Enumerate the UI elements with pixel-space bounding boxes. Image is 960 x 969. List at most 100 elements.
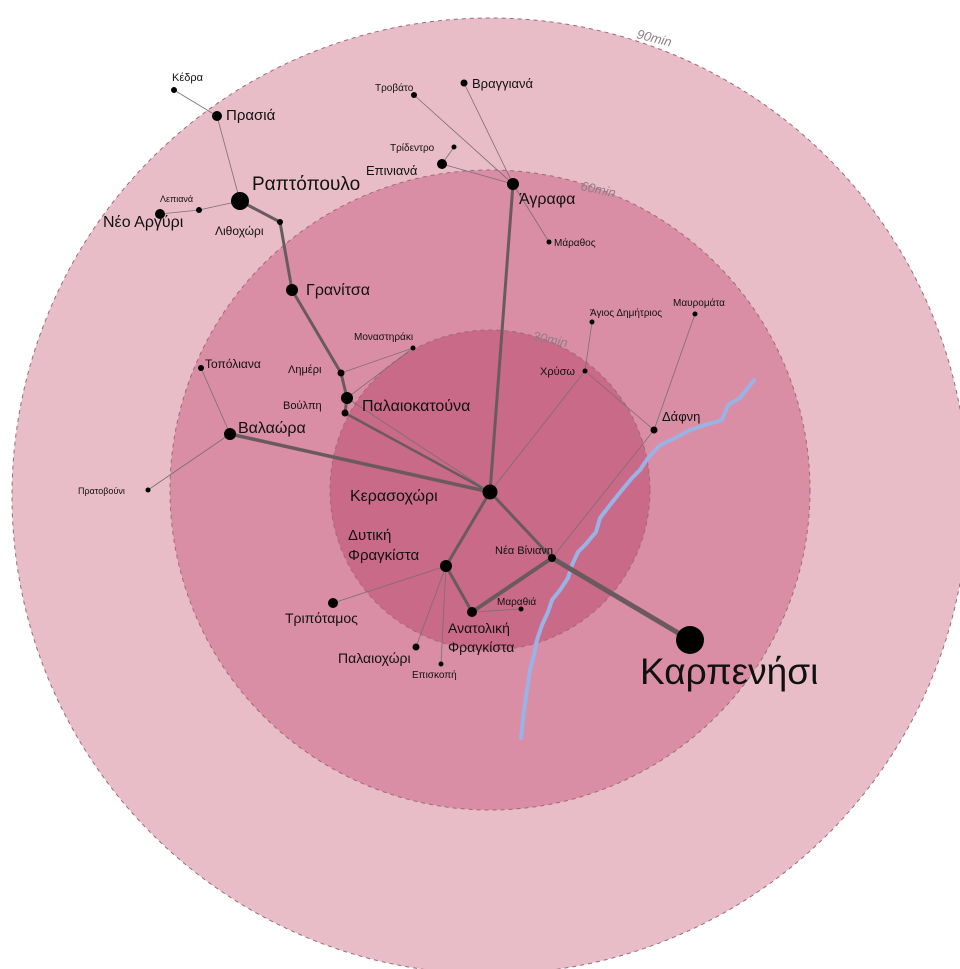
nea-viniani-label: Νέα Βίνιανη xyxy=(495,545,553,557)
road-kerasochori-chryso xyxy=(489,370,586,493)
kedra-label: Κέδρα xyxy=(172,72,204,84)
mavromata-marker xyxy=(692,311,698,317)
road-valaora-topoliana xyxy=(200,367,231,435)
karpenisi-label: Καρπενήσι xyxy=(640,651,818,692)
marathia-label: Μαραθιά xyxy=(497,596,536,608)
road-trovato-agrafa xyxy=(413,94,514,185)
chryso-marker xyxy=(582,368,588,374)
episkopi-label: Επισκοπή xyxy=(412,669,457,681)
vouli-marker xyxy=(341,409,349,417)
palaiokatouna-label: Παλαιοκατούνα xyxy=(362,398,470,415)
road-kerasochori-agrafa xyxy=(488,182,515,494)
lithochori-marker xyxy=(277,219,283,225)
dafni-label: Δάφνη xyxy=(662,409,700,424)
neo-arguri-marker xyxy=(155,209,165,219)
valaora-label: Βαλαώρα xyxy=(238,420,306,437)
road-network xyxy=(147,82,696,665)
karpenisi-marker xyxy=(676,626,704,654)
epiniana-marker xyxy=(437,159,447,169)
road-dafni-nea-viniani xyxy=(551,429,655,559)
road-agrafa-marathos xyxy=(512,183,550,243)
ring-label-30min: 30min xyxy=(531,328,569,350)
settlement-markers xyxy=(145,79,704,667)
granitsa-marker xyxy=(286,284,298,296)
road-nea-viniani-anatoliki-fragkista xyxy=(470,556,554,614)
road-kedra-prasia xyxy=(173,89,218,117)
agios-dimitrios-label: Άγιος Δημήτριος xyxy=(590,307,662,319)
prasia-marker xyxy=(212,111,222,121)
road-anatoliki-fragkista-marathia xyxy=(471,608,522,613)
agrafa-label: Άγραφα xyxy=(519,191,575,208)
prasia-label: Πρασιά xyxy=(226,107,276,124)
road-dytiki-fragkista-tripotamos xyxy=(332,565,447,604)
neo-arguri-label: Νέο Αργύρι xyxy=(103,214,184,231)
vraggiana-marker xyxy=(460,79,468,87)
tridentro-label: Τρίδεντρο xyxy=(390,142,435,154)
topoliana-marker xyxy=(198,365,204,371)
kedra-marker xyxy=(171,87,177,93)
road-valaora-pratovouni xyxy=(147,433,231,491)
monastiraki-label: Μοναστηράκι xyxy=(354,331,413,343)
road-prasia-raptopoulo xyxy=(216,115,241,202)
tridentro-marker xyxy=(451,144,457,150)
raptopoulo-label: Ραπτόπουλο xyxy=(252,174,360,195)
road-palaiokatouna-monastiraki xyxy=(346,347,414,399)
agrafa-marker xyxy=(507,178,519,190)
epiniana-label: Επινιανά xyxy=(366,163,418,178)
marathos-marker xyxy=(546,239,552,245)
road-limeri-monastiraki xyxy=(340,347,414,374)
tripotamos-label: Τριπόταμος xyxy=(285,610,358,626)
road-kerasochori-vouli xyxy=(343,411,492,494)
anatoliki-fragkista-marker xyxy=(467,607,477,617)
road-nea-viniani-kerasochori xyxy=(488,490,554,560)
road-anatoliki-fragkista-dytiki-fragkista xyxy=(444,564,474,614)
lithochori-label: Λιθοχώρι xyxy=(215,224,264,238)
palaiochori-label: Παλαιοχώρι xyxy=(338,650,411,666)
palaiokatouna-marker xyxy=(341,392,353,404)
dytiki-fragkista-marker xyxy=(440,560,452,572)
valaora-marker xyxy=(224,428,236,440)
kerasochori-label: Κερασοχώρι xyxy=(350,488,438,505)
lepiana-label: Λεπιανά xyxy=(160,194,193,204)
trovato-label: Τροβάτο xyxy=(375,82,414,94)
agios-dimitrios-marker xyxy=(589,319,595,325)
road-dafni-mavromata xyxy=(653,313,696,431)
road-karpenisi-nea-viniani xyxy=(549,555,693,643)
pratovouni-label: Πρατοβούνι xyxy=(78,486,125,496)
dafni-marker xyxy=(650,426,658,434)
marathia-marker xyxy=(518,606,524,612)
chryso-label: Χρύσω xyxy=(540,366,575,378)
ring-label-60min: 60min xyxy=(579,178,617,200)
monastiraki-marker xyxy=(410,345,416,351)
trovato-marker xyxy=(411,92,417,98)
episkopi-marker xyxy=(438,661,444,667)
granitsa-label: Γρανίτσα xyxy=(306,282,370,299)
road-limeri-granitsa xyxy=(290,288,343,375)
vraggiana-label: Βραγγιανά xyxy=(472,76,533,91)
limeri-marker xyxy=(337,369,345,377)
vouli-label: Βούλπη xyxy=(283,400,322,412)
limeri-label: Λημέρι xyxy=(288,364,322,376)
road-dytiki-fragkista-palaiochori xyxy=(415,565,447,648)
road-chryso-agios-dimitrios xyxy=(584,321,593,372)
road-palaiokatouna-kerasochori xyxy=(346,397,491,493)
mavromata-label: Μαυρομάτα xyxy=(673,297,725,309)
road-kerasochori-valaora xyxy=(228,432,492,494)
raptopoulo-marker xyxy=(231,192,249,210)
road-epiniana-agrafa xyxy=(441,163,514,185)
topoliana-label: Τοπόλιανα xyxy=(205,357,261,371)
kerasochori-marker xyxy=(482,484,498,500)
marathos-label: Μάραθος xyxy=(554,237,596,249)
tripotamos-marker xyxy=(328,598,338,608)
river-path xyxy=(519,378,756,740)
road-chryso-dafni xyxy=(584,370,655,431)
road-granitsa-lithochori xyxy=(278,220,294,292)
road-dytiki-fragkista-kerasochori xyxy=(444,490,492,568)
pratovouni-marker xyxy=(145,487,151,493)
road-lepiana-neo-arguri xyxy=(159,209,200,215)
lepiana-marker xyxy=(196,207,202,213)
